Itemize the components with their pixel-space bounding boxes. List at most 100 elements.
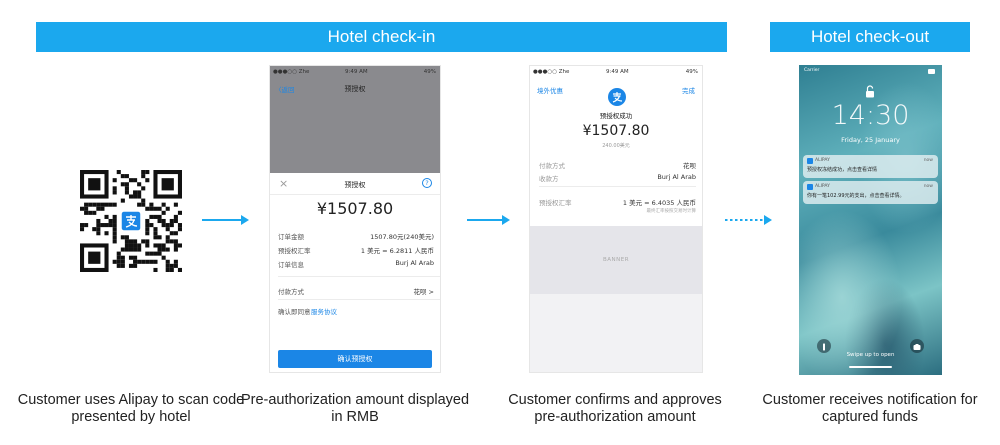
qr-module [149,251,154,256]
qr-module [169,223,174,228]
lock-icon [866,85,874,98]
qr-module [96,231,101,236]
payee-value: Burj Al Arab [657,173,696,181]
qr-module [149,259,154,264]
qr-module [128,194,134,199]
qr-module [96,202,101,207]
qr-module [133,194,138,199]
exchange-rate-label: 预授权汇率 [539,199,572,207]
qr-module [157,247,162,252]
qr-module [84,223,89,228]
qr-module [173,243,178,248]
qr-finder [88,251,101,264]
qr-module [153,243,158,248]
qr-module [112,227,117,232]
exchange-rate-value: 1 美元 = 6.2811 人民币 [360,247,434,255]
qr-module [120,198,125,203]
lock-date: Friday, 25 January [841,136,900,144]
back-button[interactable]: 〈返回 [275,86,295,94]
status-bar: ●●●○○ Zhe 9:49 AM 49% [270,66,440,78]
camera-button[interactable] [910,339,924,353]
qr-module [157,218,162,224]
qr-module [128,247,134,252]
confirm-preauth-button[interactable]: 确认预授权 [278,350,432,368]
order-amount-label: 订单金额 [278,233,304,241]
status-battery: 49% [685,69,698,75]
qr-module [169,267,174,272]
qr-module [100,206,105,211]
qr-module [173,247,178,252]
qr-code-graphic [80,170,182,272]
banner-area: BANNER [530,226,702,294]
qr-module [133,263,138,268]
qr-module [108,202,113,207]
qr-module [149,214,154,219]
qr-module [137,243,142,248]
status-carrier: ●●●○○ Zhe [533,69,570,75]
qr-module [173,231,178,236]
qr-module [128,263,134,268]
qr-module [145,218,150,224]
arrow-right-icon [467,215,510,225]
qr-module [108,218,113,224]
status-carrier: ●●●○○ Zhe [273,69,310,75]
qr-module [145,170,150,175]
qr-module [173,259,178,264]
caption-step-2: Pre-authorization amount displayed in RM… [240,392,470,425]
hotel-check-out-banner: Hotel check-out [770,22,970,52]
qr-module [141,186,146,191]
qr-module [104,202,109,207]
notification-card[interactable]: ALIPAY now 预授权冻结成功，点击查看详情 [803,155,938,178]
overseas-offers-link[interactable]: 境外优惠 [537,87,563,95]
qr-module [145,231,150,236]
qr-module [153,231,158,236]
lock-time: 14:30 [831,100,910,131]
close-icon[interactable]: × [279,177,289,190]
hotel-check-out-label: Hotel check-out [810,27,930,46]
payment-method-label: 付款方式 [539,162,565,170]
done-button[interactable]: 完成 [682,87,695,95]
qr-module [169,239,174,244]
qr-module [141,198,146,203]
order-amount-value: 1507.80元(240美元) [370,233,434,241]
qr-module [177,223,182,228]
hotel-check-in-banner: Hotel check-in [36,22,727,52]
qr-module [88,202,93,207]
qr-module [84,206,89,211]
qr-finder [161,178,174,191]
qr-module [100,223,105,228]
help-icon[interactable]: ? [422,178,432,188]
notification-app: ALIPAY [815,158,830,163]
qr-module [133,255,138,260]
qr-module [120,235,125,240]
qr-module [161,223,166,228]
sheet-title: 预授权 [344,181,366,189]
qr-module [124,239,129,244]
qr-module [80,227,85,232]
payee-label: 收款方 [539,175,559,183]
qr-module [145,227,150,232]
nav-bar: 〈返回 预授权 [270,78,440,98]
service-agreement-link[interactable]: 服务协议 [311,308,337,316]
status-battery: 49% [423,69,436,75]
qr-module [161,202,166,207]
qr-module [157,243,162,248]
qr-module [141,170,146,175]
qr-module [153,227,158,232]
home-indicator[interactable] [849,366,892,368]
qr-module [133,239,138,244]
qr-module [137,194,142,199]
qr-module [141,202,146,207]
notification-card[interactable]: ALIPAY now 你有一笔102.99元的支出，点击查看详情。 [803,181,938,204]
preauth-confirm-screen: ●●●○○ Zhe 9:49 AM 49% 〈返回 预授权 × 预授权 ? ¥1… [269,65,441,373]
payment-method-value[interactable]: 花呗 > [413,288,434,296]
qr-module [161,243,166,248]
qr-module [165,223,170,228]
qr-module [173,218,178,224]
qr-module [149,223,154,228]
notification-app: ALIPAY [815,184,830,189]
qr-code [80,170,182,272]
flashlight-button[interactable] [817,339,831,353]
qr-module [145,206,150,211]
qr-module [112,235,117,240]
